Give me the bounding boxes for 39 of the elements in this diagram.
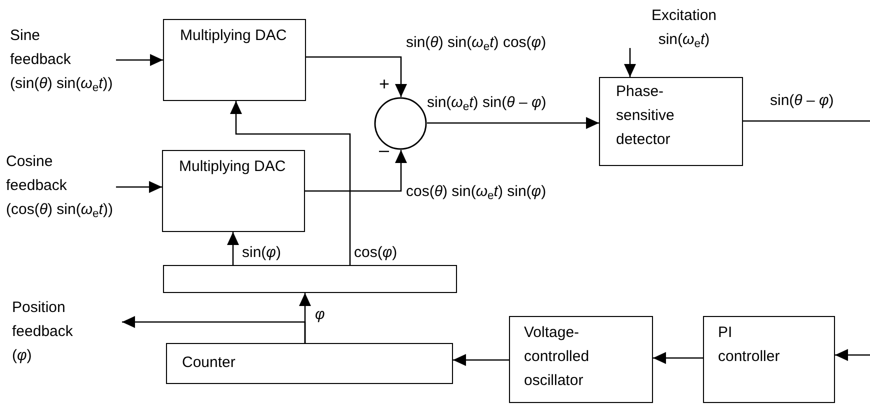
process-box [162, 150, 305, 232]
connector-arrow [305, 150, 407, 192]
signal-formula: sin(ω$_{e}$t) [657, 30, 711, 52]
box-label: Voltage-controlled oscillator [524, 323, 590, 391]
edge-label: sin(θ – φ) [769, 91, 835, 111]
summing-junction [374, 97, 427, 150]
connector-arrow [453, 354, 509, 366]
connector-arrow [306, 56, 407, 97]
box-label: Counter [182, 353, 236, 373]
connector-arrow [230, 101, 351, 265]
process-box [509, 316, 653, 403]
connector-arrow [835, 349, 870, 361]
process-box [703, 316, 835, 403]
edge-label: sin(θ) sin(ω$_{e}$t) cos(φ) [405, 33, 548, 53]
connector-arrow [116, 54, 163, 66]
connector-arrow [427, 117, 599, 129]
edge-label: cos(φ) [353, 243, 398, 263]
box-label: Multiplying DAC [180, 26, 288, 46]
process-box [599, 77, 743, 166]
connector-arrow [227, 232, 239, 265]
connector-arrow [624, 48, 636, 77]
lookup-bar [163, 265, 457, 293]
sign-label: + [379, 75, 390, 93]
process-box [163, 19, 306, 101]
edge-label: sin(φ) [241, 243, 282, 263]
box-label: PI controller [718, 323, 781, 367]
box-label: Multiplying DAC [179, 157, 287, 177]
sign-label: – [379, 141, 390, 159]
connector-arrow [653, 352, 703, 364]
process-box [166, 343, 453, 384]
connector-arrow [122, 316, 306, 343]
signal-name: Excitation [650, 6, 718, 26]
signal-formula: (sin(θ) sin(ω$_{e}$t)) [10, 74, 114, 96]
signal-formula: (cos(θ) sin(ω$_{e}$t)) [6, 200, 114, 222]
connector-arrow [116, 181, 162, 193]
signal-formula: (φ) [12, 346, 33, 366]
edge-label: cos(θ) sin(ω$_{e}$t) sin(φ) [405, 182, 548, 202]
box-label: Phase-sensitive detector [616, 82, 676, 150]
edge-label: sin(ω$_{e}$t) sin(θ – φ) [426, 93, 548, 113]
